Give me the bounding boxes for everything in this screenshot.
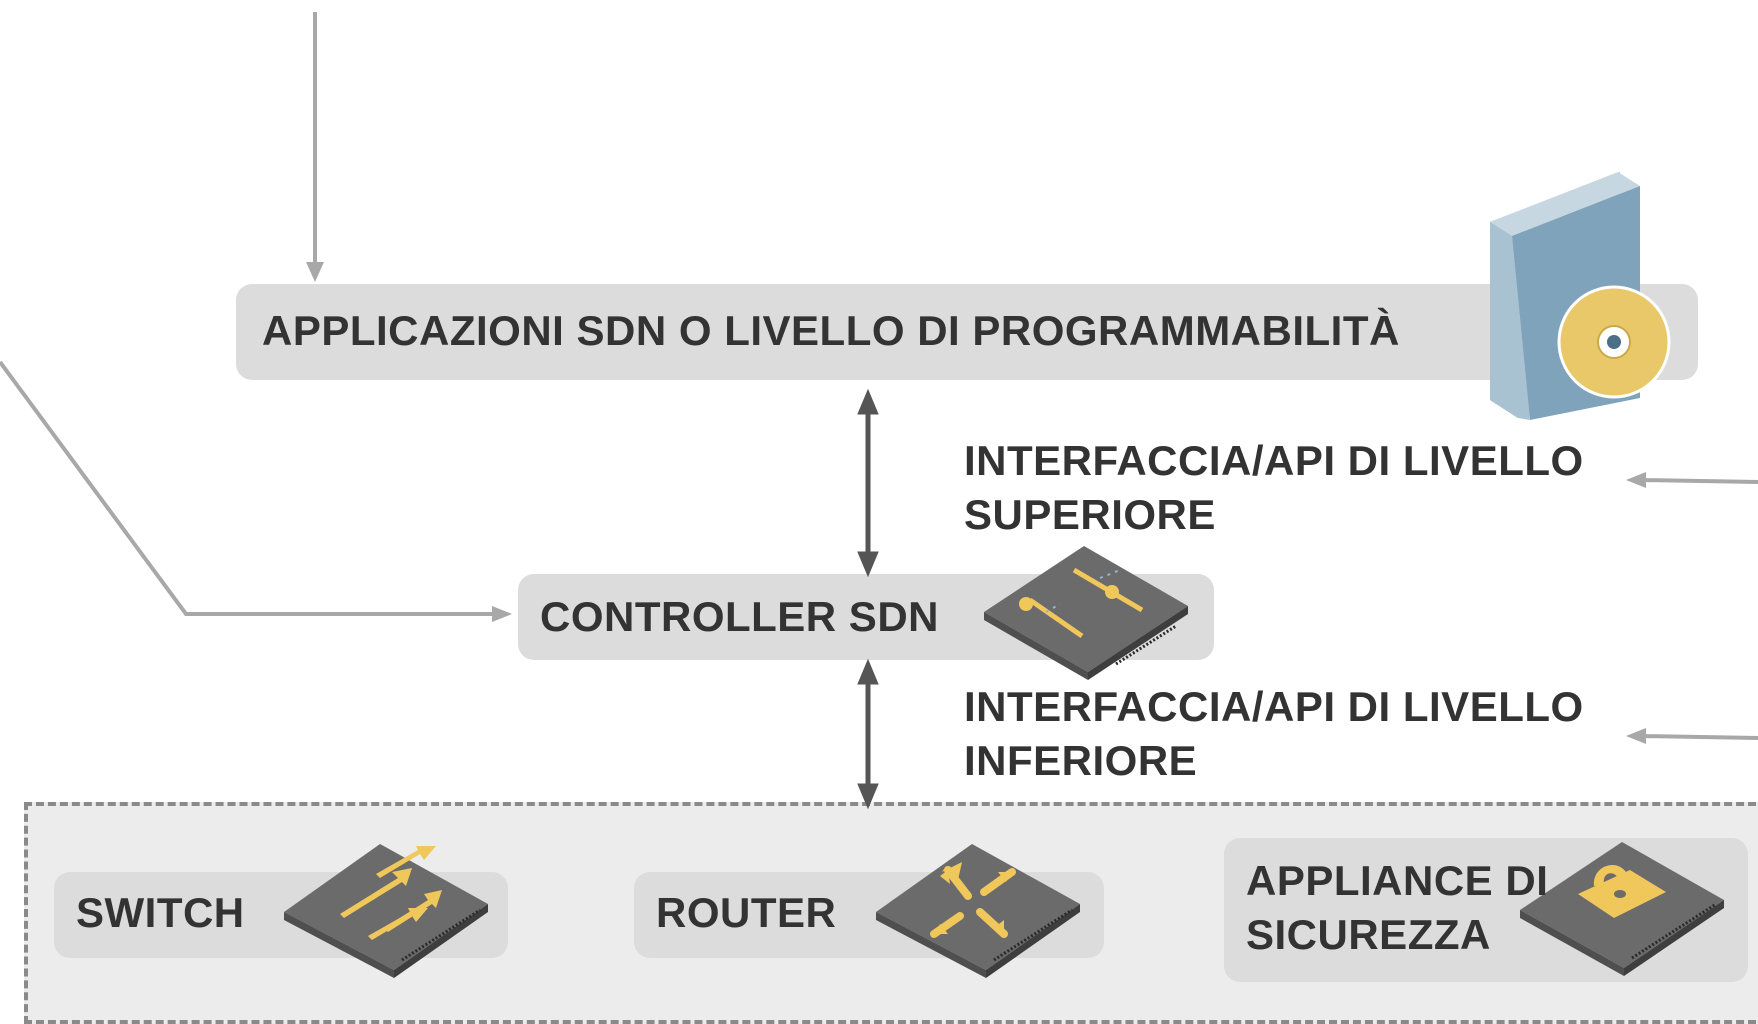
connector-top-head <box>306 262 324 282</box>
applications-layer-pill <box>236 284 1698 380</box>
double-arrow-lower <box>857 658 879 810</box>
northbound-api-label-line2: SUPERIORE <box>964 491 1216 538</box>
double-arrow-upper <box>857 388 879 578</box>
connector-left-head <box>492 606 512 622</box>
router-device-icon <box>876 844 1080 978</box>
connector-left <box>0 360 500 616</box>
switch-device-icon <box>284 844 488 978</box>
southbound-api-label-line1: INTERFACCIA/API DI LIVELLO <box>964 683 1584 730</box>
software-box-icon <box>1490 172 1671 420</box>
connector-right-lower <box>1639 734 1758 740</box>
security-appliance-label-line2: SICUREZZA <box>1246 911 1491 958</box>
router-label: ROUTER <box>656 889 837 936</box>
connector-right-lower-head <box>1626 728 1646 744</box>
northbound-api-label-line1: INTERFACCIA/API DI LIVELLO <box>964 437 1584 484</box>
security-appliance-icon <box>1520 842 1724 976</box>
switch-label: SWITCH <box>76 889 245 936</box>
connector-right-upper-head <box>1626 472 1646 488</box>
controller-device-icon <box>984 546 1188 680</box>
connector-right-upper <box>1639 478 1758 484</box>
southbound-api-label-line2: INFERIORE <box>964 737 1198 784</box>
applications-layer-label: APPLICAZIONI SDN O LIVELLO DI PROGRAMMAB… <box>262 307 1400 354</box>
controller-label: CONTROLLER SDN <box>540 593 939 640</box>
security-appliance-label-line1: APPLIANCE DI <box>1246 857 1549 904</box>
